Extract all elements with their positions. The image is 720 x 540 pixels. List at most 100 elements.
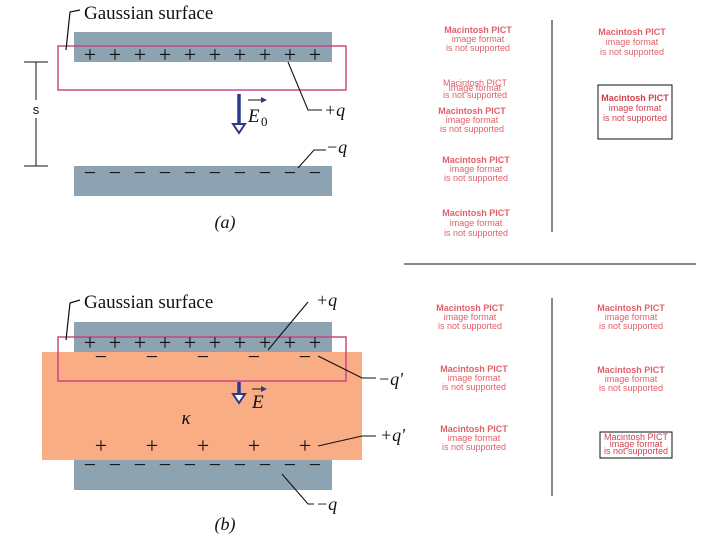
svg-text:image format: image format: [448, 373, 501, 383]
plus-sign: +: [109, 330, 121, 355]
svg-text:image format: image format: [610, 439, 663, 449]
minus-sign: −: [84, 452, 96, 477]
plus-sign: +: [84, 42, 96, 67]
pos-charge-label-b: +q: [316, 290, 337, 310]
svg-text:is not supported: is not supported: [442, 382, 506, 392]
svg-text:is not supported: is not supported: [600, 47, 664, 57]
plus-sign: +: [284, 330, 296, 355]
dielectric-constant-label: κ: [181, 408, 191, 429]
neg-charge-pointer-b: [281, 473, 314, 505]
minus-sign: −: [209, 160, 221, 185]
induced-pos-label: +q': [380, 425, 406, 445]
svg-text:is not supported: is not supported: [444, 228, 508, 238]
svg-text:image format: image format: [605, 374, 658, 384]
svg-text:Macintosh PICT: Macintosh PICT: [604, 432, 669, 442]
caption-b: (b): [215, 514, 236, 535]
induced-plus-sign: +: [197, 433, 209, 458]
plus-sign: +: [234, 330, 246, 355]
induced-plus-sign: +: [95, 433, 107, 458]
minus-sign: −: [134, 160, 146, 185]
panel-b: Gaussian surface + + + + + + + + + + − −…: [42, 290, 406, 535]
plus-sign: +: [259, 330, 271, 355]
svg-text:Macintosh PICT: Macintosh PICT: [442, 208, 510, 218]
field-symbol-a: E: [247, 106, 260, 127]
minus-sign: −: [259, 160, 271, 185]
svg-text:image format: image format: [444, 312, 497, 322]
induced-plus-sign: +: [146, 433, 158, 458]
pict-placeholder-boxed: Macintosh PICT image format is not suppo…: [599, 431, 673, 459]
pict-placeholder: Macintosh PICT image format is not suppo…: [442, 155, 510, 183]
gaussian-surface-b: [57, 336, 347, 382]
minus-signs-b: − − − − − − − − − −: [84, 452, 321, 477]
minus-sign: −: [234, 452, 246, 477]
svg-text:is not supported: is not supported: [599, 321, 663, 331]
svg-text:image format: image format: [449, 83, 502, 93]
plus-sign: +: [134, 330, 146, 355]
pict-area: Macintosh PICT image format is not suppo…: [404, 20, 696, 496]
svg-text:is not supported: is not supported: [604, 446, 668, 456]
pict-placeholder-boxed: Macintosh PICT image format is not suppo…: [597, 84, 673, 140]
minus-sign: −: [284, 160, 296, 185]
minus-sign: −: [184, 160, 196, 185]
plus-signs-b: + + + + + + + + + +: [84, 330, 321, 355]
field-arrow-a: [231, 94, 247, 135]
pos-charge-pointer-a: [287, 61, 322, 111]
gaussian-pointer-a: [65, 9, 81, 51]
induced-pos-pointer: [317, 435, 376, 447]
svg-text:Macintosh PICT: Macintosh PICT: [597, 303, 665, 313]
plus-sign: +: [234, 42, 246, 67]
minus-sign: −: [259, 452, 271, 477]
minus-sign: −: [109, 160, 121, 185]
spacing-label: s: [33, 102, 40, 117]
pos-charge-label-a: +q: [324, 100, 345, 120]
induced-neg-pointer: [317, 355, 376, 379]
plus-sign: +: [184, 330, 196, 355]
plus-sign: +: [259, 42, 271, 67]
top-plate-a: [74, 32, 332, 62]
minus-sign: −: [309, 452, 321, 477]
field-symbol-b: E: [251, 392, 264, 413]
plus-sign: +: [284, 42, 296, 67]
svg-text:Macintosh PICT: Macintosh PICT: [601, 93, 669, 103]
svg-text:is not supported: is not supported: [440, 124, 504, 134]
induced-neg-label: −q': [378, 369, 404, 389]
svg-text:is not supported: is not supported: [444, 173, 508, 183]
pict-placeholder: Macintosh PICT image format is not suppo…: [440, 364, 508, 392]
minus-sign: −: [284, 452, 296, 477]
field-label-b: E: [251, 386, 267, 413]
svg-text:image format: image format: [605, 312, 658, 322]
svg-text:image format: image format: [606, 37, 659, 47]
pict-placeholder: Macintosh PICT image format is not suppo…: [443, 78, 508, 100]
induced-minus-sign: −: [95, 344, 107, 369]
plus-sign: +: [159, 42, 171, 67]
induced-plus-signs: + + + + +: [95, 433, 311, 458]
plus-sign: +: [309, 42, 321, 67]
neg-charge-pointer-a: [297, 149, 326, 169]
svg-text:is not supported: is not supported: [603, 113, 667, 123]
svg-text:is not supported: is not supported: [442, 442, 506, 452]
pict-placeholder: Macintosh PICT image format is not suppo…: [598, 27, 666, 57]
pict-placeholder: Macintosh PICT image format is not suppo…: [597, 365, 665, 393]
pict-placeholder: Macintosh PICT image format is not suppo…: [444, 25, 512, 53]
caption-a: (a): [215, 212, 236, 233]
svg-text:Macintosh PICT: Macintosh PICT: [444, 25, 512, 35]
minus-sign: −: [159, 452, 171, 477]
dielectric-slab: [42, 352, 362, 460]
plus-sign: +: [134, 42, 146, 67]
pict-placeholder: Macintosh PICT image format is not suppo…: [440, 424, 508, 452]
minus-sign: −: [209, 452, 221, 477]
minus-sign: −: [159, 160, 171, 185]
minus-sign: −: [84, 160, 96, 185]
svg-text:Macintosh PICT: Macintosh PICT: [440, 424, 508, 434]
svg-text:image format: image format: [446, 115, 499, 125]
induced-plus-sign: +: [299, 433, 311, 458]
svg-text:is not supported: is not supported: [443, 90, 507, 100]
gaussian-pointer-b: [65, 299, 81, 341]
svg-text:Macintosh PICT: Macintosh PICT: [436, 303, 504, 313]
induced-minus-sign: −: [197, 344, 209, 369]
field-arrow-b: [231, 382, 247, 405]
plus-sign: +: [159, 330, 171, 355]
field-subscript-a: 0: [261, 114, 268, 129]
svg-text:Macintosh PICT: Macintosh PICT: [597, 365, 665, 375]
